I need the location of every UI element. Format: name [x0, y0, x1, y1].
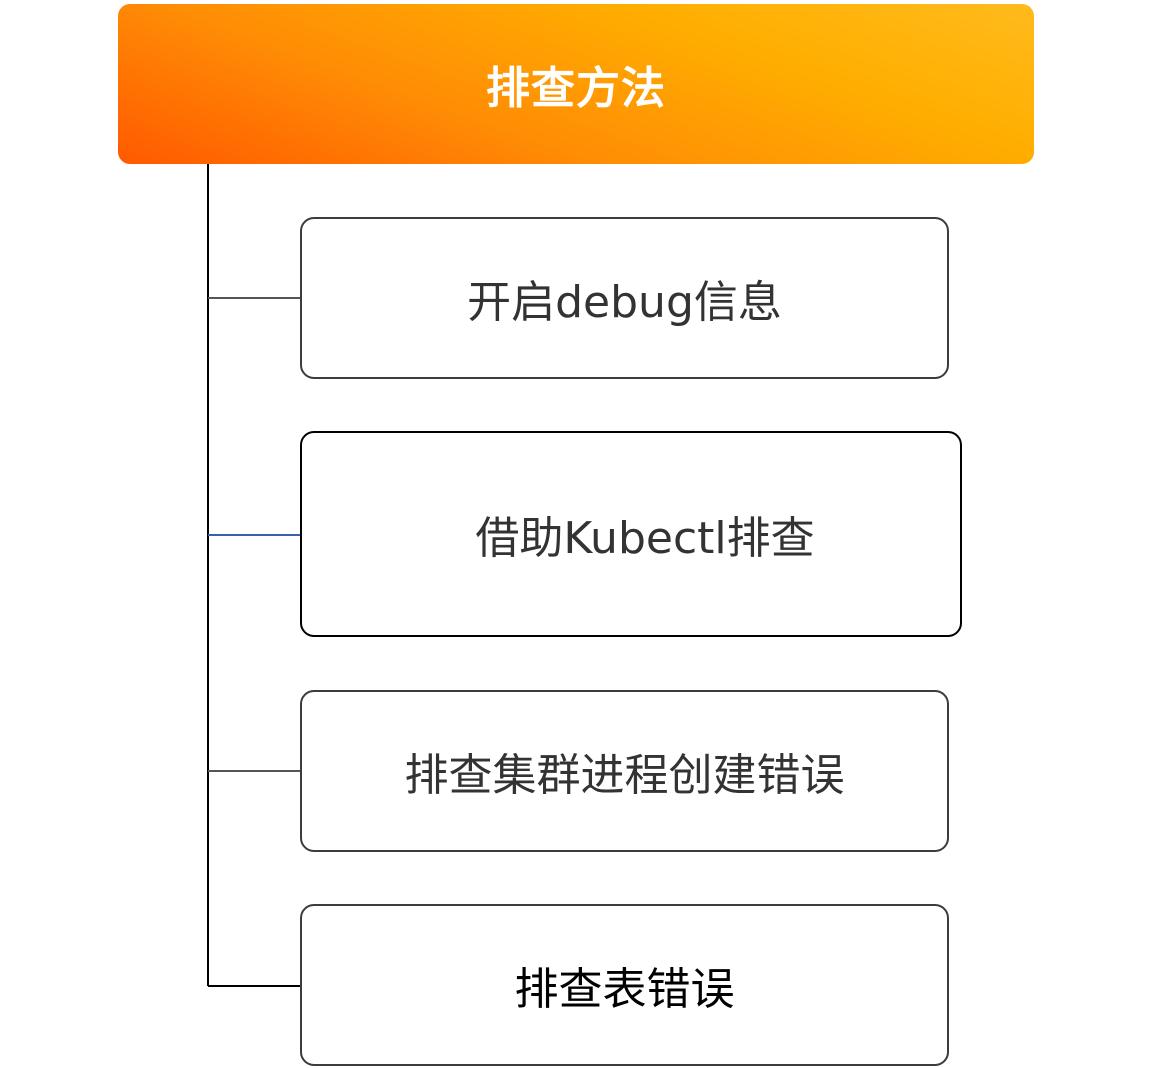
- child-node-label: 排查表错误: [514, 964, 735, 1015]
- root-node-title: 排查方法: [486, 63, 666, 114]
- child-node-label: 借助Kubectl排查: [475, 513, 815, 564]
- child-node-label: 排查集群进程创建错误: [404, 750, 845, 801]
- child-node-debug: 开启debug信息: [300, 217, 949, 379]
- root-node: 排查方法: [118, 4, 1034, 164]
- child-node-kubectl: 借助Kubectl排查: [300, 431, 962, 637]
- child-node-label: 开启debug信息: [467, 277, 782, 328]
- child-node-cluster-process: 排查集群进程创建错误: [300, 690, 949, 852]
- child-node-table-error: 排查表错误: [300, 904, 949, 1066]
